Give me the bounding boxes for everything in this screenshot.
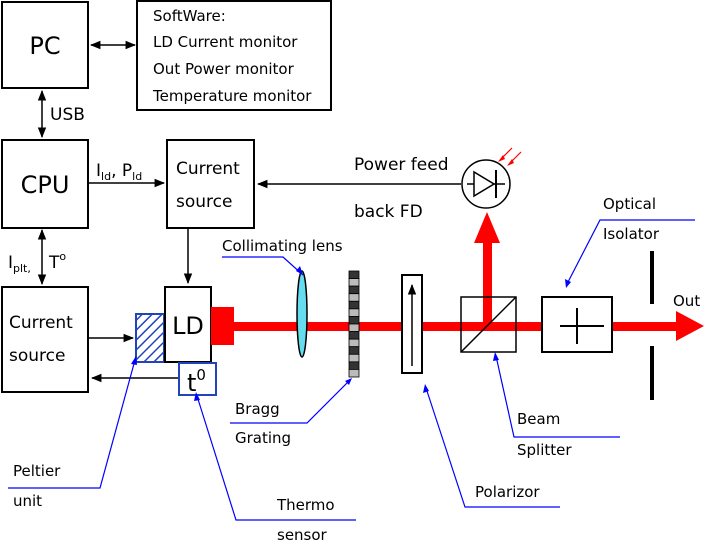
- power-feed-label: back FD: [354, 202, 423, 222]
- main-beam: [232, 322, 679, 331]
- grating-segment: [348, 331, 360, 340]
- software-box: SoftWare: LD Current monitor Out Power m…: [136, 0, 332, 111]
- ild-pld-label: Ild, Pld: [96, 161, 142, 183]
- current-source-left-label: source: [9, 346, 65, 366]
- optical-isolator: [541, 296, 613, 353]
- current-source-left-block: [1, 286, 89, 393]
- out-arrowhead: [676, 311, 704, 341]
- grating-segment: [348, 323, 360, 332]
- grating-segment: [348, 353, 360, 363]
- grating-segment: [348, 285, 360, 295]
- beam-splitter: [460, 296, 517, 353]
- software-item: Temperature monitor: [152, 87, 312, 105]
- out-label: Out: [673, 292, 700, 310]
- bragg-grating-label: Grating: [235, 429, 291, 447]
- beam-splitter-label: Splitter: [517, 441, 572, 459]
- current-source-left-label: Current: [9, 313, 73, 333]
- power-feed-label: Power feed: [354, 155, 449, 175]
- peltier-unit-label: Peltier: [13, 462, 61, 480]
- peltier-unit: [135, 313, 165, 363]
- pc-label: PC: [29, 32, 60, 60]
- t0-label: To: [48, 250, 66, 273]
- software-item: Out Power monitor: [153, 60, 295, 78]
- grating-segment: [348, 369, 360, 378]
- grating-segment: [348, 316, 360, 325]
- optical-isolator-label: Isolator: [603, 225, 660, 243]
- cpu-label: CPU: [21, 171, 70, 199]
- thermo-sensor-box: [178, 362, 217, 396]
- software-title: SoftWare:: [153, 7, 226, 25]
- collimating-lens-label: Collimating lens: [222, 237, 343, 255]
- current-source-top-block: [166, 139, 255, 229]
- grating-segment: [348, 270, 360, 279]
- ld-emitter: [211, 307, 234, 345]
- grating-segment: [348, 278, 360, 287]
- grating-segment: [348, 300, 360, 310]
- collimating-lens: [296, 270, 308, 358]
- photodiode-icon: [461, 147, 522, 209]
- grating-segment: [348, 346, 360, 355]
- grating-segment: [348, 361, 360, 370]
- cpu-block: [1, 139, 89, 229]
- laser-beam: [232, 212, 704, 341]
- pc-block: [1, 1, 89, 89]
- thermo-sensor-label: Thermo: [276, 496, 335, 514]
- current-source-top-label: source: [176, 192, 232, 212]
- software-item: LD Current monitor: [153, 33, 298, 51]
- thermo-symbol: t0: [187, 366, 206, 397]
- optical-isolator-label: Optical: [603, 195, 656, 213]
- beam-splitter-label: Beam: [517, 410, 560, 428]
- polarizer: [401, 274, 423, 374]
- peltier-unit-label: unit: [13, 492, 42, 510]
- grating-segment: [348, 338, 360, 348]
- grating-segment: [348, 293, 360, 302]
- split-beam: [483, 240, 492, 326]
- polarizor-label: Polarizor: [475, 483, 540, 501]
- current-source-top-label: Current: [176, 159, 240, 179]
- ld-label: LD: [172, 312, 204, 340]
- usb-label: USB: [50, 105, 85, 125]
- iplt-label: Iplt,: [8, 253, 31, 275]
- thermo-sensor-label: sensor: [277, 526, 328, 542]
- grating-segment: [348, 308, 360, 317]
- bragg-grating: [348, 270, 360, 378]
- bragg-grating-label: Bragg: [235, 400, 280, 418]
- split-arrowhead: [474, 212, 500, 243]
